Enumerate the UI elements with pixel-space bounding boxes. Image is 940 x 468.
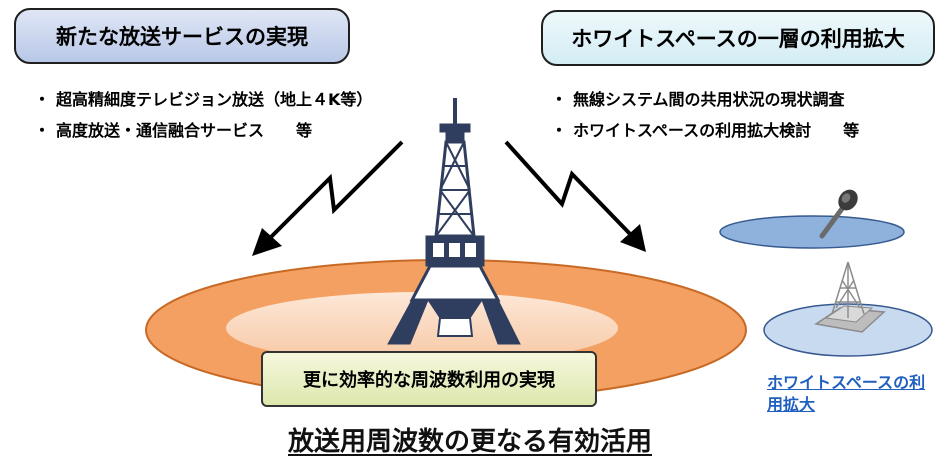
list-item: ・無線システム間の共用状況の現状調査 bbox=[551, 90, 845, 109]
new-broadcast-service-title: 新たな放送サービスの実現 bbox=[14, 8, 350, 64]
page-title: 放送用周波数の更なる有効活用 bbox=[287, 427, 652, 457]
whitespace-expansion-title: ホワイトスペースの一層の利用拡大 bbox=[541, 10, 935, 66]
broadcast-tower-icon bbox=[387, 98, 521, 345]
small-tower-icon bbox=[814, 261, 886, 333]
lightning-arrow-icon bbox=[252, 140, 404, 256]
left-bullet-list: ・超高精細度テレビジョン放送（地上４K等） ・高度放送・通信融合サービス 等 bbox=[34, 86, 372, 148]
list-item: ・超高精細度テレビジョン放送（地上４K等） bbox=[34, 90, 373, 109]
efficient-frequency-use-label: 更に効率的な周波数利用の実現 bbox=[261, 351, 597, 407]
right-bullet-list: ・無線システム間の共用状況の現状調査 ・ホワイトスペースの利用拡大検討 等 bbox=[551, 86, 859, 148]
list-item: ・ホワイトスペースの利用拡大検討 等 bbox=[551, 121, 860, 140]
small-coverage-area-top bbox=[719, 215, 905, 249]
lightning-arrow-icon bbox=[504, 140, 646, 252]
list-item: ・高度放送・通信融合サービス 等 bbox=[34, 121, 313, 140]
whitespace-expansion-link[interactable]: ホワイトスペースの利用拡大 bbox=[767, 373, 926, 414]
coverage-area-inner bbox=[226, 292, 618, 364]
microphone-icon bbox=[819, 189, 858, 239]
